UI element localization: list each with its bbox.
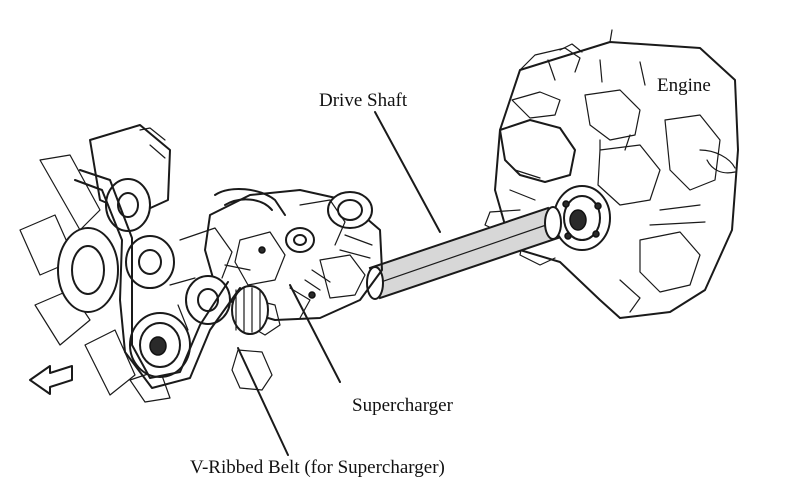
v-ribbed-belt-label: V-Ribbed Belt (for Supercharger) xyxy=(190,457,445,478)
drive-shaft-body xyxy=(366,206,562,300)
engine-block xyxy=(484,29,739,319)
leader-lines xyxy=(237,111,441,456)
arrow-left-outline-icon xyxy=(29,365,73,395)
supercharger-unit xyxy=(204,188,383,336)
drive-shaft-label: Drive Shaft xyxy=(319,90,408,111)
supercharger-label: Supercharger xyxy=(352,395,453,416)
accessory-drive xyxy=(19,124,273,403)
engine-label: Engine xyxy=(657,75,711,96)
